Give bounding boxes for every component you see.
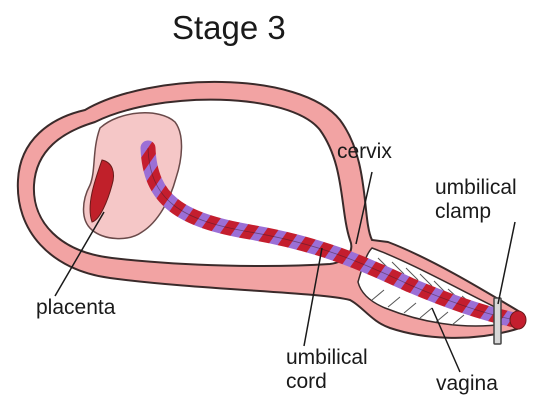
- label-umbilical-clamp-line2: clamp: [435, 200, 517, 224]
- label-placenta: placenta: [36, 296, 115, 320]
- label-cervix: cervix: [337, 140, 392, 164]
- cord-end: [510, 311, 526, 329]
- diagram-title: Stage 3: [172, 10, 286, 47]
- label-umbilical-cord-line2: cord: [286, 370, 368, 394]
- leader-clamp: [498, 222, 515, 304]
- label-umbilical-clamp-line1: umbilical: [435, 176, 517, 200]
- label-umbilical-cord: umbilical cord: [286, 346, 368, 393]
- label-vagina: vagina: [436, 372, 498, 396]
- label-umbilical-clamp: umbilical clamp: [435, 176, 517, 223]
- umbilical-clamp: [494, 298, 501, 344]
- label-umbilical-cord-line1: umbilical: [286, 346, 368, 370]
